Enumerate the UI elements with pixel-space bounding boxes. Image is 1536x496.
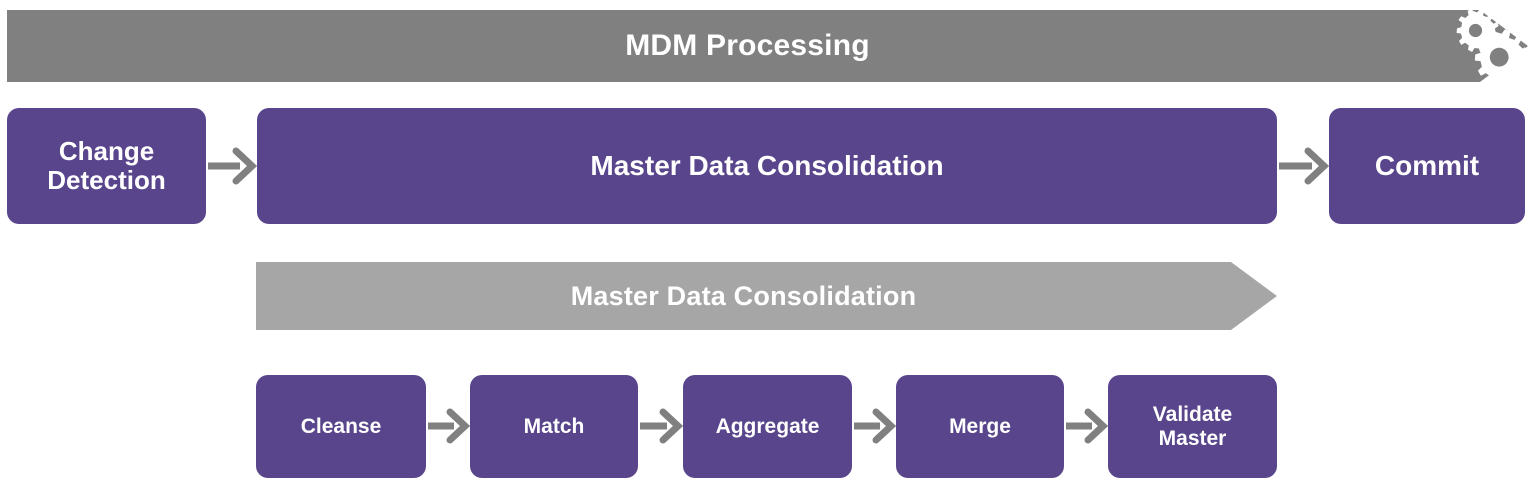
process-box-cleanse[interactable]: Cleanse: [256, 375, 426, 478]
arrow-right-icon-aggregate-to-merge: [854, 408, 896, 444]
arrow-right-icon-consolidation-to-commit: [1279, 147, 1329, 185]
banner-mdm-processing: MDM Processing: [7, 10, 1528, 82]
process-box-aggregate[interactable]: Aggregate: [683, 375, 852, 478]
process-box-master-data-consolidation[interactable]: Master Data Consolidation: [257, 108, 1277, 224]
process-box-validate-master-label: Validate Master: [1152, 402, 1233, 450]
banner-top-label: MDM Processing: [625, 29, 870, 62]
arrow-right-icon-match-to-aggregate: [640, 408, 683, 444]
process-box-cleanse-label: Cleanse: [300, 414, 382, 438]
arrow-right-icon-change-detection-to-consolidation: [208, 147, 257, 185]
process-box-aggregate-label: Aggregate: [715, 414, 820, 438]
process-box-change-detection-label: Change Detection: [47, 135, 166, 195]
banner-mid-label: Master Data Consolidation: [570, 280, 917, 311]
process-box-match[interactable]: Match: [470, 375, 638, 478]
process-box-merge-label: Merge: [949, 414, 1011, 438]
process-box-commit[interactable]: Commit: [1329, 108, 1525, 224]
arrow-right-icon-cleanse-to-match: [428, 408, 470, 444]
process-box-commit-label: Commit: [1374, 150, 1480, 182]
banner-master-data-consolidation: Master Data Consolidation: [256, 262, 1277, 330]
process-box-change-detection[interactable]: Change Detection: [7, 108, 206, 224]
process-box-match-label: Match: [523, 414, 585, 438]
arrow-right-icon-merge-to-validate-master: [1066, 408, 1108, 444]
process-box-merge[interactable]: Merge: [896, 375, 1064, 478]
process-box-master-data-consolidation-label: Master Data Consolidation: [590, 150, 944, 182]
process-box-validate-master[interactable]: Validate Master: [1108, 375, 1277, 478]
